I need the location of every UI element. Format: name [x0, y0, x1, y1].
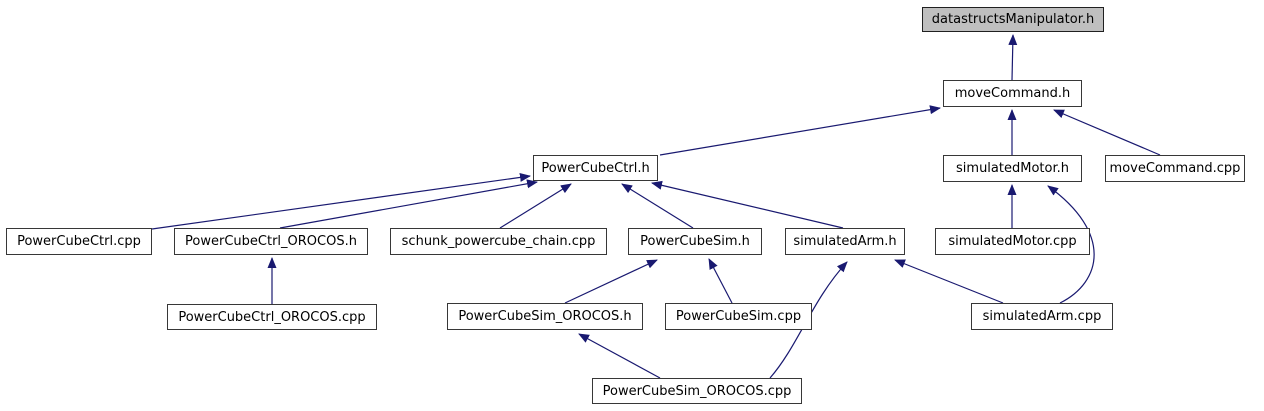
edge-powercubesim-orocos-cpp-to-powercubesim-orocos-h: [578, 333, 661, 379]
graph-node-label: simulatedMotor.h: [956, 161, 1069, 176]
graph-node-powercubectrl-orocos-cpp[interactable]: PowerCubeCtrl_OROCOS.cpp: [167, 304, 377, 330]
graph-node-label: PowerCubeCtrl_OROCOS.cpp: [178, 309, 366, 325]
graph-node-powercubesim-h[interactable]: PowerCubeSim.h: [628, 228, 762, 255]
graph-node-label: PowerCubeCtrl.h: [541, 160, 650, 176]
graph-node-label: PowerCubeCtrl.cpp: [17, 234, 141, 249]
graph-node-label: PowerCubeSim.h: [640, 234, 750, 249]
graph-node-label: schunk_powercube_chain.cpp: [401, 234, 596, 249]
graph-node-datastructsmanipulator-h: datastructsManipulator.h: [922, 7, 1104, 32]
graph-node-label: simulatedArm.cpp: [982, 309, 1102, 324]
graph-node-powercubectrl-cpp[interactable]: PowerCubeCtrl.cpp: [6, 228, 152, 255]
graph-node-powercubesim-orocos-cpp[interactable]: PowerCubeSim_OROCOS.cpp: [592, 378, 802, 404]
graph-node-label: moveCommand.h: [954, 86, 1071, 101]
graph-node-label: PowerCubeSim_OROCOS.cpp: [602, 383, 792, 399]
graph-node-label: datastructsManipulator.h: [931, 12, 1095, 27]
edge-powercubectrl-h-to-movecommand-h: [659, 105, 941, 156]
graph-node-label: PowerCubeSim_OROCOS.h: [458, 309, 632, 324]
edge-powercubesim-h-to-powercubectrl-h: [621, 183, 694, 229]
edge-powercubectrl-orocos-h-to-powercubectrl-h: [279, 179, 538, 229]
graph-node-movecommand-h[interactable]: moveCommand.h: [943, 80, 1082, 107]
edge-simulatedarm-h-to-powercubectrl-h: [651, 180, 844, 229]
graph-node-schunk-powercube-chain-cpp[interactable]: schunk_powercube_chain.cpp: [390, 228, 607, 255]
graph-node-powercubesim-cpp[interactable]: PowerCubeSim.cpp: [665, 303, 812, 330]
edge-schunk-powercube-chain-cpp-to-powercubectrl-h: [499, 183, 572, 229]
graph-node-simulatedarm-cpp[interactable]: simulatedArm.cpp: [971, 303, 1113, 330]
edge-simulatedarm-cpp-to-simulatedmotor-h: [1047, 185, 1095, 304]
graph-node-powercubectrl-orocos-h[interactable]: PowerCubeCtrl_OROCOS.h: [174, 228, 368, 255]
graph-node-simulatedmotor-cpp[interactable]: simulatedMotor.cpp: [935, 228, 1090, 255]
graph-node-label: simulatedMotor.cpp: [948, 234, 1077, 249]
edge-movecommand-h-to-datastructsmanipulator-h: [1008, 34, 1018, 81]
graph-node-label: moveCommand.cpp: [1109, 161, 1241, 176]
edge-powercubesim-cpp-to-powercubesim-h: [708, 258, 733, 304]
edge-powercubectrl-cpp-to-powercubectrl-h: [151, 172, 531, 230]
graph-node-movecommand-cpp[interactable]: moveCommand.cpp: [1105, 155, 1245, 182]
edge-simulatedarm-cpp-to-simulatedarm-h: [894, 259, 1004, 304]
graph-node-powercubectrl-h[interactable]: PowerCubeCtrl.h: [533, 155, 658, 181]
graph-node-label: PowerCubeCtrl_OROCOS.h: [185, 234, 357, 249]
graph-node-simulatedarm-h[interactable]: simulatedArm.h: [785, 228, 905, 255]
edge-powercubesim-orocos-h-to-powercubesim-h: [564, 259, 658, 304]
graph-node-label: PowerCubeSim.cpp: [675, 309, 802, 324]
graph-node-powercubesim-orocos-h[interactable]: PowerCubeSim_OROCOS.h: [447, 303, 643, 330]
graph-node-simulatedmotor-h[interactable]: simulatedMotor.h: [943, 155, 1082, 182]
graph-node-label: simulatedArm.h: [793, 234, 897, 249]
edge-movecommand-cpp-to-movecommand-h: [1053, 109, 1161, 156]
